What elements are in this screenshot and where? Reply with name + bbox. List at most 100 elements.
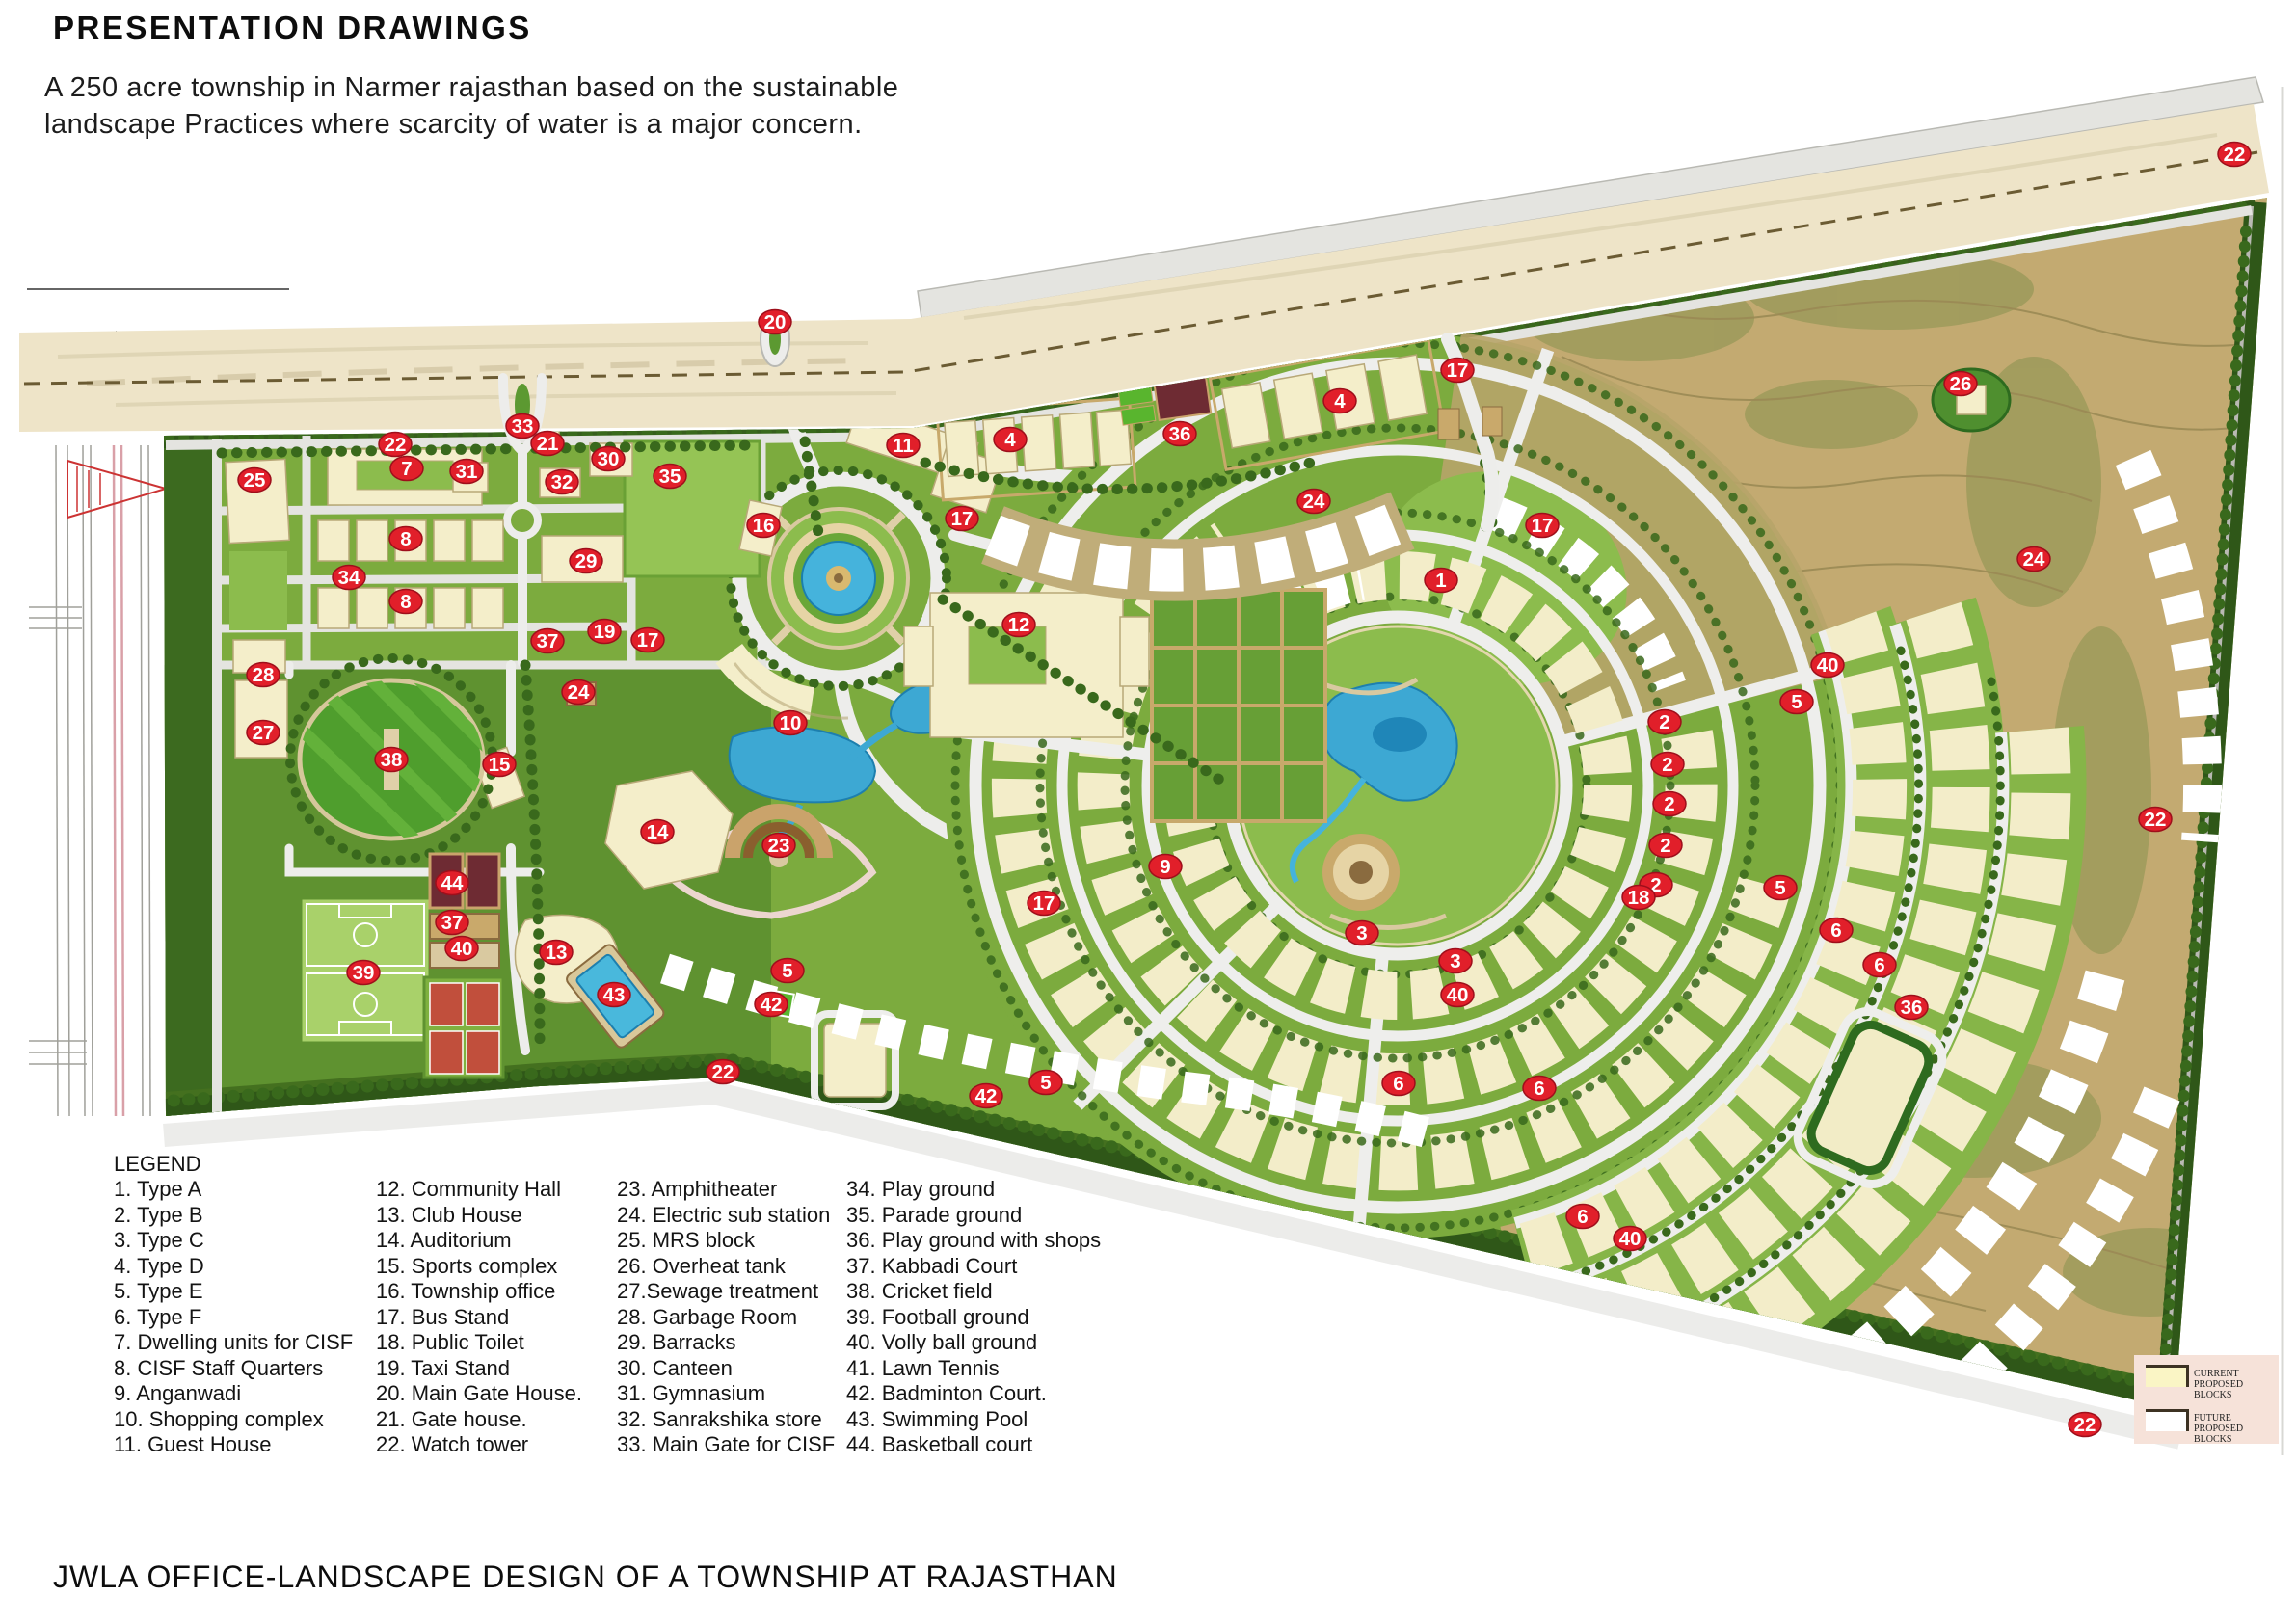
map-marker-number: 2 bbox=[1659, 711, 1669, 733]
map-marker-number: 6 bbox=[1830, 919, 1841, 942]
map-marker bbox=[886, 432, 921, 459]
map-marker bbox=[505, 413, 540, 439]
map-marker bbox=[539, 939, 574, 966]
staff-quarters-rows bbox=[317, 519, 504, 629]
legend-item: 8. CISF Staff Quarters bbox=[114, 1355, 324, 1380]
map-marker bbox=[1819, 917, 1854, 944]
map-marker bbox=[2138, 806, 2173, 833]
map-marker bbox=[378, 431, 413, 458]
map-marker-number: 16 bbox=[753, 515, 775, 537]
legend-item: 7. Dwelling units for CISF bbox=[114, 1330, 354, 1354]
map-marker-number: 24 bbox=[1303, 491, 1325, 513]
map-marker bbox=[640, 818, 675, 845]
legend-item: 27.Sewage treatment bbox=[617, 1279, 819, 1303]
map-marker-number: 18 bbox=[1628, 887, 1650, 909]
map-marker-number: 6 bbox=[1874, 954, 1884, 976]
map-marker-number: 44 bbox=[441, 872, 464, 894]
legend-item: 9. Anganwadi bbox=[114, 1381, 242, 1405]
map-marker bbox=[758, 308, 792, 335]
current-blocks-swatch bbox=[2146, 1365, 2189, 1387]
map-marker-number: 14 bbox=[647, 821, 669, 843]
map-marker-number: 5 bbox=[1775, 877, 1785, 899]
legend-item: 25. MRS block bbox=[617, 1228, 756, 1252]
perimeter-sand-road bbox=[19, 76, 2269, 432]
map-marker-number: 2 bbox=[1660, 835, 1670, 857]
boundary-dashed-line bbox=[23, 150, 2258, 386]
legend-item: 21. Gate house. bbox=[376, 1406, 527, 1431]
legend-item: 36. Play ground with shops bbox=[846, 1228, 1102, 1252]
map-marker-number: 20 bbox=[764, 311, 787, 333]
map-marker bbox=[770, 957, 805, 984]
map-marker bbox=[237, 466, 272, 493]
legend-item: 39. Football ground bbox=[846, 1304, 1029, 1329]
map-marker bbox=[653, 463, 687, 490]
legend-item: 30. Canteen bbox=[617, 1355, 733, 1380]
map-marker bbox=[561, 679, 596, 706]
map-marker-number: 25 bbox=[244, 469, 266, 492]
map-marker-number: 37 bbox=[537, 630, 559, 652]
sheet-title: JWLA OFFICE-LANDSCAPE DESIGN OF A TOWNSH… bbox=[53, 1559, 1118, 1594]
map-marker-number: 8 bbox=[400, 528, 411, 550]
legend-item: 42. Badminton Court. bbox=[846, 1381, 1047, 1405]
map-marker-number: 12 bbox=[1008, 614, 1030, 636]
map-marker-number: 31 bbox=[456, 461, 478, 483]
basketball-court bbox=[465, 852, 501, 910]
legend-item: 11. Guest House bbox=[114, 1432, 272, 1456]
map-marker bbox=[1440, 357, 1475, 384]
map-marker-number: 6 bbox=[1393, 1073, 1403, 1095]
map-marker-number: 22 bbox=[385, 434, 407, 456]
legend-item: 15. Sports complex bbox=[376, 1253, 558, 1278]
map-marker-number: 40 bbox=[1817, 654, 1839, 677]
map-marker bbox=[1647, 708, 1682, 735]
map-marker-number: 10 bbox=[780, 712, 802, 734]
legend-item: 13. Club House bbox=[376, 1202, 522, 1227]
south-structures bbox=[660, 953, 1947, 1188]
map-marker-number: 37 bbox=[441, 912, 464, 934]
map-marker bbox=[530, 430, 565, 457]
map-marker-number: 42 bbox=[761, 994, 783, 1016]
map-marker bbox=[389, 455, 424, 482]
map-marker-number: 6 bbox=[1534, 1078, 1544, 1100]
shopping-complex-arc bbox=[715, 643, 815, 720]
map-marker bbox=[374, 746, 409, 773]
map-marker bbox=[1862, 951, 1897, 978]
map-marker bbox=[1028, 1069, 1063, 1096]
map-marker-number: 40 bbox=[1447, 984, 1469, 1006]
map-marker-number: 22 bbox=[2074, 1414, 2096, 1436]
map-marker-number: 36 bbox=[1169, 423, 1191, 445]
map-marker-number: 24 bbox=[568, 681, 590, 704]
map-marker bbox=[1652, 790, 1687, 817]
amphitheater-tiers bbox=[725, 804, 833, 859]
map-marker bbox=[1001, 611, 1036, 638]
current-blocks-label: CURRENT PROPOSED BLOCKS bbox=[2194, 1369, 2244, 1400]
map-marker bbox=[969, 1082, 1003, 1109]
legend-item: 24. Electric sub station bbox=[617, 1202, 831, 1227]
legend-heading: LEGEND bbox=[114, 1152, 201, 1176]
map-marker-number: 40 bbox=[451, 938, 473, 960]
map-marker bbox=[1648, 832, 1683, 859]
map-marker-number: 19 bbox=[594, 621, 616, 643]
map-marker bbox=[346, 959, 381, 986]
map-marker bbox=[706, 1058, 740, 1085]
legend-item: 17. Bus Stand bbox=[376, 1304, 510, 1329]
legend-item: 10. Shopping complex bbox=[114, 1406, 324, 1431]
legend-item: 33. Main Gate for CISF bbox=[617, 1432, 836, 1456]
map-marker bbox=[587, 618, 622, 645]
map-marker bbox=[1322, 387, 1357, 414]
map-marker-number: 13 bbox=[546, 942, 568, 964]
map-marker-number: 40 bbox=[1619, 1228, 1642, 1250]
map-marker-number: 24 bbox=[2023, 548, 2045, 571]
map-marker-number: 22 bbox=[2224, 144, 2246, 166]
map-marker-number: 36 bbox=[1901, 997, 1923, 1019]
map-marker-number: 27 bbox=[253, 722, 275, 744]
map-marker-number: 4 bbox=[1334, 390, 1346, 413]
map-marker bbox=[1810, 652, 1845, 679]
legend-item: 23. Amphitheater bbox=[617, 1177, 778, 1201]
map-marker-number: 5 bbox=[1040, 1072, 1051, 1094]
